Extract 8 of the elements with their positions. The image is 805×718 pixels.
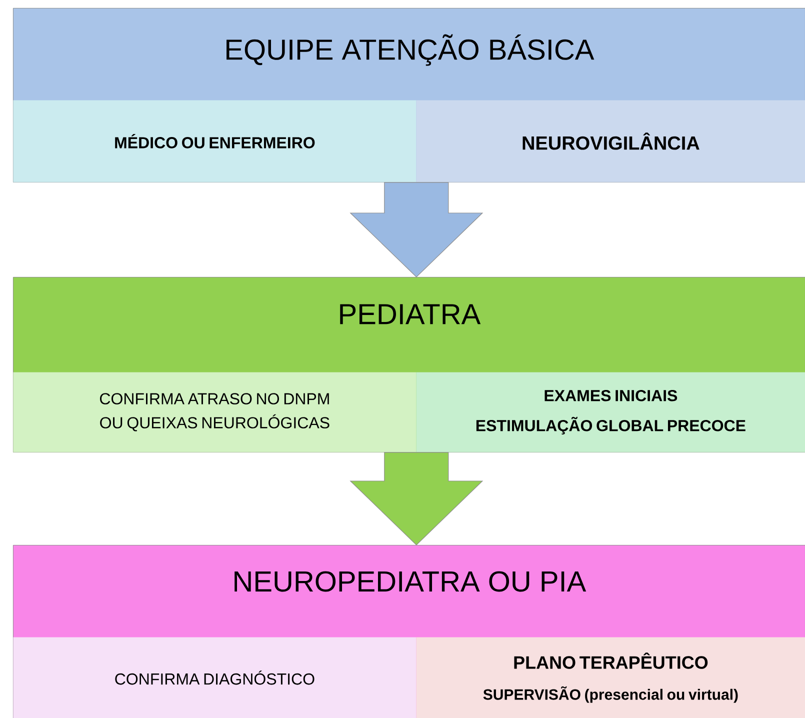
block-arrow bbox=[350, 452, 484, 546]
text-cell: PLANO TERAPÊUTICO SUPERVISÃO (presencial ou virtual) bbox=[416, 637, 805, 718]
text-cell: MÉDICO OU ENFERMEIRO bbox=[13, 100, 416, 182]
text-cell: CONFIRMA DIAGNÓSTICO bbox=[13, 637, 416, 718]
text-cell: EXAMES INICIAIS ESTIMULAÇÃO GLOBAL PRECOCE bbox=[416, 372, 805, 452]
text-cell: CONFIRMA ATRASO NO DNPM OU QUEIXAS NEUROLÓGICAS bbox=[13, 372, 416, 452]
block-arrow bbox=[350, 182, 484, 278]
text-cell: NEUROVIGILÂNCIA bbox=[416, 100, 805, 182]
